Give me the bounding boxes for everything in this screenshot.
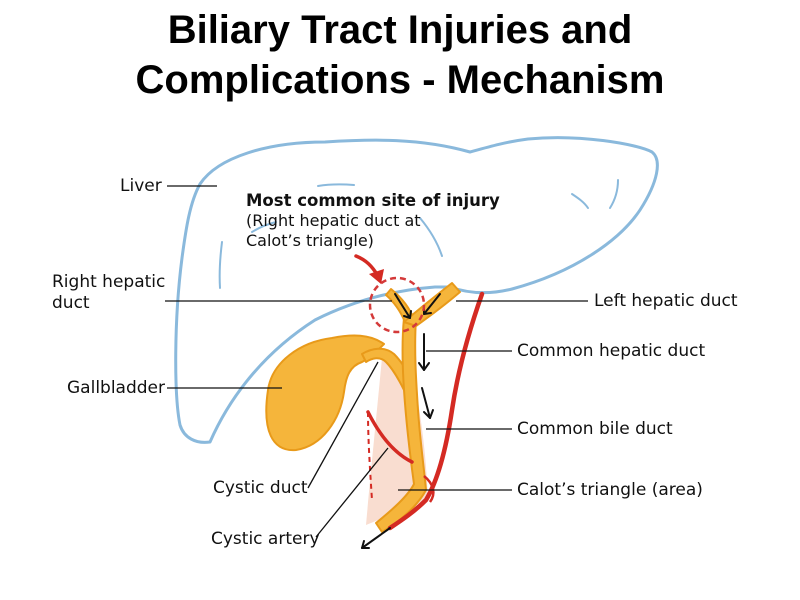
leader-lines (165, 185, 588, 538)
label-calots-triangle: Calot’s triangle (area) (517, 480, 703, 500)
flow-arrow-1-head (403, 310, 412, 319)
cystic-duct-leader (307, 361, 379, 489)
injury-site-circle (368, 276, 426, 334)
flow-arrow-2 (423, 293, 441, 315)
callout-line-2: Calot’s triangle) (246, 231, 374, 250)
callout-line-1: (Right hepatic duct at (246, 211, 421, 230)
flow-arrow-4-head (423, 409, 434, 419)
liver-texture-line-3 (317, 183, 355, 187)
liver-texture-line-4 (419, 217, 443, 257)
label-cystic-artery: Cystic artery (211, 529, 320, 549)
bile-flow-arrows (361, 293, 441, 549)
label-gallbladder: Gallbladder (67, 378, 165, 398)
calot-arc (423, 475, 435, 503)
title-line-1: Biliary Tract Injuries and (167, 8, 633, 52)
liver-texture-line-6 (609, 179, 619, 209)
flow-arrow-1 (394, 293, 411, 319)
liver-outline (174, 136, 659, 444)
cystic-artery-leader (315, 447, 389, 538)
common-bile-duct (375, 317, 427, 533)
flow-arrow-4 (421, 387, 431, 419)
flow-arrow-3-head (418, 362, 430, 371)
label-common-bile-duct: Common bile duct (517, 419, 673, 439)
label-common-hepatic-duct: Common hepatic duct (517, 341, 706, 361)
label-cystic-duct: Cystic duct (213, 478, 308, 498)
liver-texture-line-2 (251, 221, 277, 233)
label-right-hepatic-duct-1: Right hepatic (52, 272, 166, 292)
injury-arrow-head (369, 269, 384, 284)
label-left-hepatic-duct: Left hepatic duct (594, 291, 738, 311)
injury-site-callout: Most common site of injury (Right hepati… (246, 191, 500, 251)
label-liver: Liver (120, 176, 162, 196)
title-line-2: Complications - Mechanism (135, 58, 665, 102)
gallbladder (265, 334, 385, 452)
hepatic-artery (387, 291, 485, 531)
liver-texture-line-5 (571, 193, 589, 209)
flow-arrow-5-head (361, 540, 370, 549)
flow-arrow-5 (361, 527, 391, 549)
cystic-artery (366, 410, 414, 464)
liver-texture-line-1 (218, 241, 223, 289)
label-right-hepatic-duct-2: duct (52, 293, 90, 313)
callout-heading: Most common site of injury (246, 191, 500, 210)
